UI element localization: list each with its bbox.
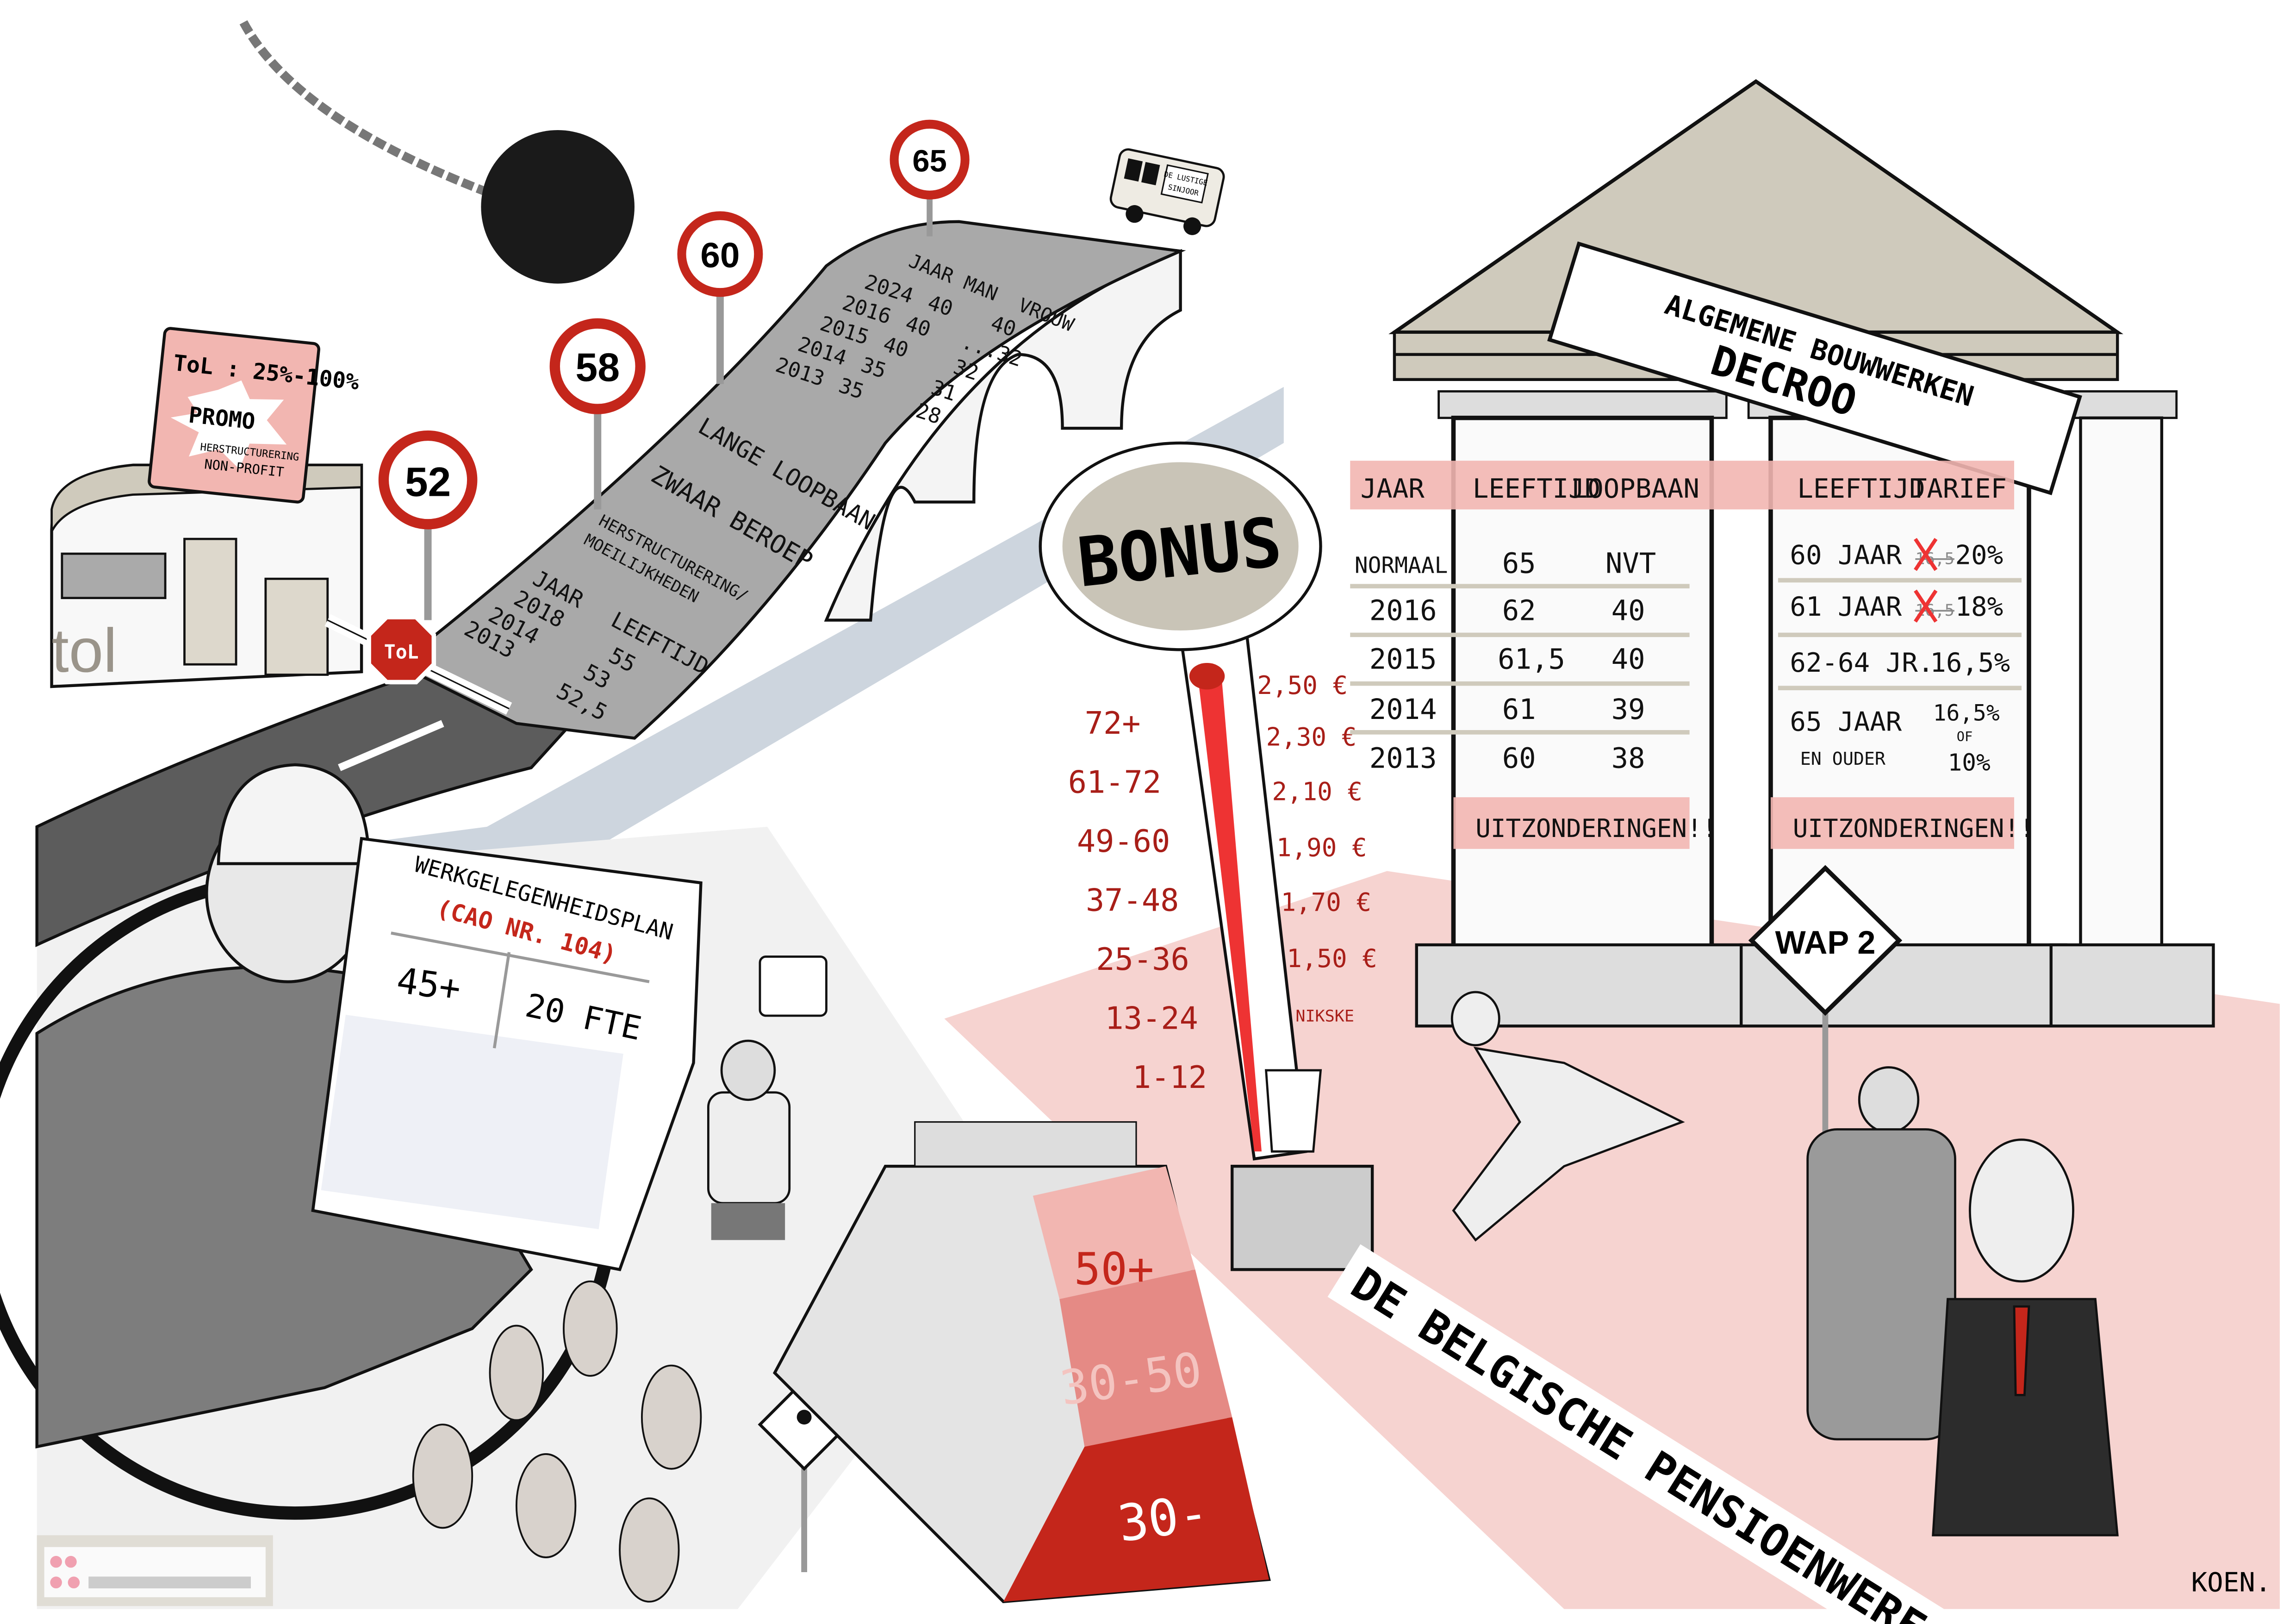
- stop-sign-label: ToL: [384, 641, 419, 663]
- table-cell: 65: [1502, 547, 1536, 580]
- table-cell: 2015: [1369, 643, 1437, 676]
- publisher-logo: [37, 1535, 273, 1606]
- pharaoh: [707, 956, 828, 1240]
- rate-alt-cell: 10%: [1948, 750, 1991, 777]
- exceptions-label: UITZONDERINGEN!!: [1475, 814, 1717, 843]
- wrecking-ball: [481, 130, 635, 284]
- businessman: [1932, 1138, 2119, 1537]
- bonus-amount-label: 1,90 €: [1276, 833, 1367, 862]
- age-sub-cell: EN OUDER: [1800, 749, 1886, 769]
- speed-sign-58: 58: [549, 318, 646, 510]
- bridge: [824, 249, 1182, 622]
- slave-workers: [412, 1280, 702, 1603]
- toll-stop-sign: ToL: [367, 615, 436, 685]
- bonus-amount-label: 2,50 €: [1257, 671, 1348, 700]
- bonus-amount-label: 2,30 €: [1266, 723, 1357, 752]
- table-cell: 2016: [1369, 595, 1437, 627]
- booth-label: tol: [52, 616, 117, 685]
- artist-signature: KOEN.: [2191, 1567, 2271, 1598]
- col-header: TARIEF: [1911, 473, 2007, 504]
- rate-or: OF: [1957, 729, 1973, 744]
- speed-label: 60: [700, 236, 740, 275]
- rate-cell: 18%: [1955, 591, 2004, 622]
- table-cell: NORMAAL: [1355, 553, 1448, 578]
- wap-label: WAP 2: [1775, 924, 1875, 961]
- bonus-age-label: 37-48: [1086, 882, 1179, 918]
- bonus-age-label: 72+: [1085, 705, 1141, 741]
- hammer-man: [1450, 991, 1685, 1242]
- pension-paper-ribbon: [395, 220, 1186, 740]
- age-cell: 62-64 JR.: [1790, 647, 1934, 678]
- rate-cell: 16,5%: [1933, 700, 2000, 726]
- bonus-scale-left: 72+ 61-72 49-60 37-48 25-36 13-24 1-12: [1068, 705, 1207, 1095]
- table-header-band: [1350, 461, 2015, 510]
- speed-sign-60: 60: [677, 211, 763, 384]
- bonus-age-label: 25-36: [1096, 941, 1189, 977]
- age-cell: 65 JAAR: [1790, 706, 1902, 737]
- table-footer-band-2: [1770, 797, 2015, 849]
- employment-plan-paper: WERKGELEGENHEIDSPLAN (CAO NR. 104) 45+ 2…: [311, 837, 703, 1272]
- pyramid: 50+ 30-50 30-: [772, 1121, 1271, 1604]
- col-header: LEEFTIJD: [1473, 473, 1600, 504]
- bonus-age-label: 49-60: [1077, 823, 1170, 859]
- table-cell: 61,5: [1498, 643, 1565, 676]
- cross-mark-icon: [1914, 537, 1938, 623]
- age-cell: 60 JAAR: [1790, 539, 1902, 570]
- age-cell: 61 JAAR: [1790, 591, 1902, 622]
- toll-price-sign: ToL : 25%-100% PROMO HERSTRUCTURERING NO…: [148, 327, 361, 504]
- road-marking: [338, 720, 444, 771]
- wap-sign: WAP 2: [1748, 865, 1903, 1152]
- speed-sign-65: 65: [890, 119, 970, 237]
- table-cell: 38: [1612, 742, 1645, 775]
- plan-age: 45+: [394, 960, 463, 1010]
- tax-rate-table: LEEFTIJD TARIEF 60 JAAR 16,5 20% 61 JAAR…: [1778, 473, 2035, 843]
- speed-sign-52: 52: [378, 430, 478, 620]
- exceptions-label: UITZONDERINGEN!!: [1793, 814, 2035, 843]
- bonus-amount-label: NIKSKE: [1295, 1007, 1354, 1026]
- bonus-scale-right: 2,50 € 2,30 € 2,10 € 1,90 € 1,70 € 1,50 …: [1257, 671, 1377, 1026]
- bonus-age-label: 13-24: [1105, 1000, 1198, 1037]
- retirement-age-table: JAAR LEEFTIJD LOOPBAAN NORMAAL 65 NVT 2016…: [1350, 473, 1717, 843]
- speed-label: 65: [912, 144, 946, 178]
- pyramid-level-top: 50+: [1074, 1243, 1154, 1295]
- bonus-age-label: 1-12: [1132, 1059, 1207, 1095]
- table-cell: 40: [1612, 595, 1645, 627]
- table-cell: 2014: [1369, 693, 1437, 726]
- blue-ground: [37, 387, 1284, 886]
- speed-label: 52: [405, 459, 451, 505]
- bonus-amount-label: 1,50 €: [1287, 944, 1377, 973]
- speed-label: 58: [575, 345, 620, 390]
- pyramid-level-bottom: 30-: [1114, 1483, 1213, 1554]
- table-cell: 62: [1502, 595, 1536, 627]
- bonus-amount-label: 1,70 €: [1281, 888, 1371, 917]
- table-cell: 60: [1502, 742, 1536, 775]
- chain: [239, 20, 489, 196]
- table-cell: NVT: [1605, 547, 1656, 580]
- col-header: LEEFTIJD: [1797, 473, 1925, 504]
- table-cell: 40: [1612, 643, 1645, 676]
- bonus-high-striker: BONUS: [1039, 441, 1374, 1271]
- bonus-amount-label: 2,10 €: [1272, 777, 1363, 806]
- rate-cell: 16,5%: [1930, 647, 2010, 678]
- col-header: JAAR: [1361, 473, 1425, 504]
- table-cell: 39: [1612, 693, 1645, 726]
- table-cell: 2013: [1369, 742, 1437, 775]
- van: DE LUSTIGE SINJOOR: [1109, 148, 1225, 235]
- col-header: LOOPBAAN: [1572, 473, 1699, 504]
- bonus-age-label: 61-72: [1068, 764, 1162, 800]
- worker-figure: [1806, 1066, 1956, 1441]
- rate-cell: 20%: [1955, 539, 2004, 570]
- table-footer-band-1: [1453, 797, 1690, 849]
- table-cell: 61: [1502, 693, 1536, 726]
